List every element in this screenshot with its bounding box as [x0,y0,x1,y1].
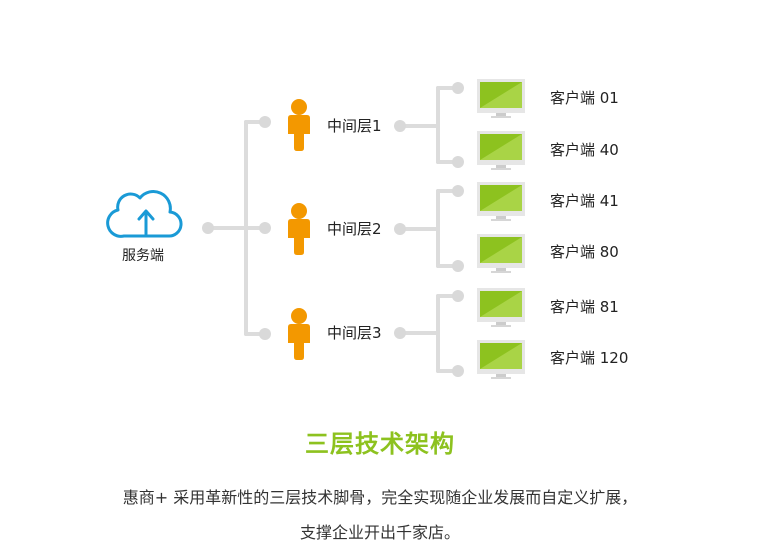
client-label: 客户端 80 [550,243,619,261]
monitor-icon [477,182,525,221]
person-icon [288,99,310,151]
architecture-diagram [106,79,525,379]
client-label: 客户端 81 [550,298,619,316]
client-label: 客户端 120 [550,349,629,367]
person-icon [288,203,310,255]
client-label: 客户端 01 [550,89,619,107]
monitor-icons [477,79,525,379]
client-label: 客户端 41 [550,192,619,210]
person-icons [288,99,310,360]
monitor-icon [477,288,525,327]
monitor-icon [477,131,525,170]
connector-lines [206,86,460,373]
connector-dots [202,82,464,377]
server-label: 服务端 [122,248,164,264]
middle-tier-label: 中间层3 [327,324,382,342]
description-line: 惠商+ 采用革新性的三层技术脚骨，完全实现随企业发展而自定义扩展， [122,488,638,507]
middle-tier-label: 中间层1 [327,117,382,135]
description-line: 支撑企业开出千家店。 [299,523,460,542]
section-title: 三层技术架构 [305,430,455,458]
middle-tier-label: 中间层2 [327,220,382,238]
person-icon [288,308,310,360]
monitor-icon [477,79,525,118]
monitor-icon [477,340,525,379]
monitor-icon [477,234,525,273]
cloud-upload-icon [106,190,183,238]
client-label: 客户端 40 [550,141,619,159]
